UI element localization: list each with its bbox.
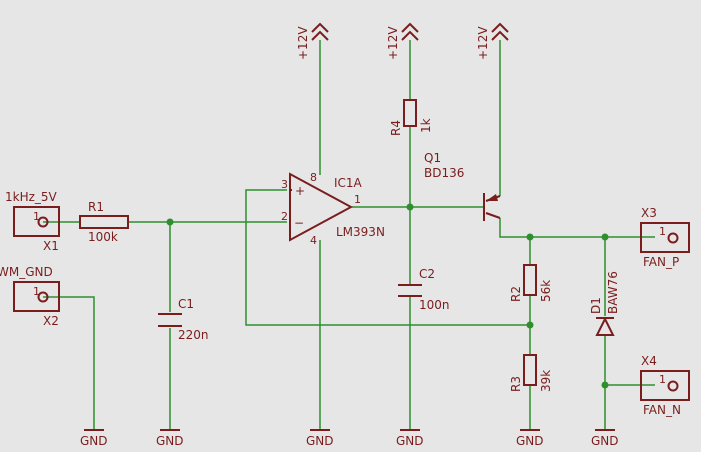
junction-dot — [166, 218, 174, 226]
component-name: R2 — [509, 286, 523, 302]
net-label: FAN_P — [643, 255, 679, 269]
opamp-plus-sign: + — [295, 184, 305, 198]
supply-label: +12V — [296, 26, 310, 60]
supply-label: +12V — [476, 26, 490, 60]
pin-number: 2 — [281, 210, 288, 223]
diode-d1: D1 BAW76 — [589, 271, 620, 336]
junction-dot — [526, 321, 534, 329]
component-name: R4 — [389, 120, 403, 136]
capacitor-c2: C2 100n — [398, 267, 450, 312]
connector-x3: 1 X3 FAN_P — [640, 206, 690, 269]
net-label: FAN_N — [643, 403, 681, 417]
junction-dot — [601, 381, 609, 389]
component-name: C2 — [419, 267, 435, 281]
component-value: 100n — [419, 298, 450, 312]
ground-label: GND — [396, 434, 424, 448]
component-value: BAW76 — [606, 271, 620, 314]
component-value: 39k — [539, 370, 553, 392]
connector-name: X1 — [43, 239, 59, 253]
ground-label: GND — [156, 434, 184, 448]
pin-number: 1 — [659, 225, 666, 238]
junction-dot — [601, 233, 609, 241]
ground-symbol-opamp: GND — [306, 429, 334, 448]
pin-number: 3 — [281, 178, 288, 191]
component-value: 100k — [88, 230, 118, 244]
pin-number: 4 — [310, 234, 317, 247]
component-value: 56k — [539, 280, 553, 302]
pin-number: 8 — [310, 171, 317, 184]
pin-number: 1 — [33, 210, 40, 223]
junctions — [166, 203, 609, 389]
transistor-q1: Q1 BD136 — [424, 151, 501, 221]
ground-symbol-c1: GND — [156, 429, 184, 448]
component-name: R1 — [88, 200, 104, 214]
ground-symbol-r3: GND — [516, 429, 544, 448]
component-name: Q1 — [424, 151, 441, 165]
component-value: 220n — [178, 328, 209, 342]
junction-dot — [406, 203, 414, 211]
connector-name: X4 — [641, 354, 657, 368]
supply-vcc-q1: +12V — [476, 22, 509, 60]
opamp-minus-sign: − — [294, 216, 304, 230]
opamp-ic1a: + − 3 2 1 8 4 IC1A LM393N — [281, 171, 385, 247]
connector-name: X2 — [43, 314, 59, 328]
pin-number: 1 — [659, 373, 666, 386]
resistor-r4: R4 1k — [389, 99, 433, 136]
net-label: 1kHz_5V — [5, 190, 58, 204]
net-label: WM_GND — [0, 265, 53, 279]
junction-dot — [526, 233, 534, 241]
capacitor-c1: C1 220n — [158, 297, 209, 342]
supply-label: +12V — [386, 26, 400, 60]
resistor-r3: R3 39k — [509, 354, 553, 392]
connector-x4: 1 X4 FAN_N — [640, 354, 690, 417]
component-value: LM393N — [336, 225, 385, 239]
ground-symbol-x2: GND — [80, 429, 108, 448]
ground-label: GND — [591, 434, 619, 448]
pin-number: 1 — [354, 193, 361, 206]
connector-name: X3 — [641, 206, 657, 220]
ground-label: GND — [80, 434, 108, 448]
ground-symbol-c2: GND — [396, 429, 424, 448]
supply-vcc-r4: +12V — [386, 22, 419, 60]
connector-x2: 1 WM_GND X2 — [0, 265, 60, 328]
supply-vcc-opamp: +12V — [296, 22, 329, 60]
component-name: R3 — [509, 376, 523, 392]
ground-label: GND — [306, 434, 334, 448]
resistor-r1: R1 100k — [79, 200, 129, 244]
ground-symbol-d1: GND — [591, 429, 619, 448]
component-name: IC1A — [334, 176, 363, 190]
component-name: D1 — [589, 297, 603, 314]
connector-x1: 1 1kHz_5V X1 — [5, 190, 60, 253]
component-value: BD136 — [424, 166, 464, 180]
resistor-r2: R2 56k — [509, 264, 553, 302]
ground-label: GND — [516, 434, 544, 448]
component-name: C1 — [178, 297, 194, 311]
pin-number: 1 — [33, 285, 40, 298]
component-value: 1k — [419, 118, 433, 133]
